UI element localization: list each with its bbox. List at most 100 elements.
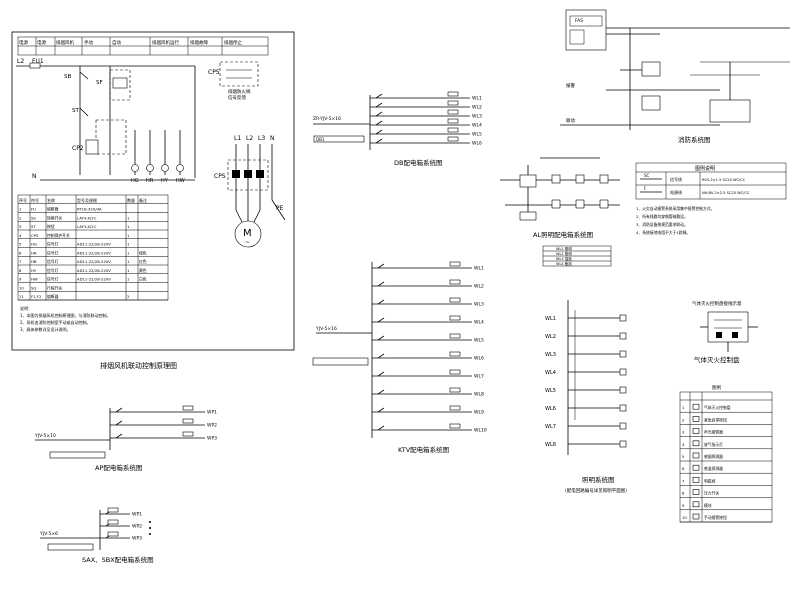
table-cell: 绿色: [139, 250, 147, 255]
fire-device-box: [709, 99, 751, 123]
ktv-circuit-label: WL8: [474, 392, 484, 398]
gas-row-index: 1: [682, 405, 685, 410]
table-cell: CPS: [31, 233, 39, 238]
lamp-hy: HY: [161, 178, 169, 184]
gas-row-name: 放气指示灯: [704, 442, 723, 447]
db-circuit-label: WL4: [472, 123, 482, 129]
ktv-circuit-label: WL6: [474, 356, 484, 362]
table-cell: SQ: [31, 285, 36, 290]
legend-name: 电源线: [670, 189, 682, 195]
switch-sf: SF: [96, 80, 103, 86]
title-db: DB配电箱系统图: [394, 158, 442, 167]
ap-circuit-label: WP3: [207, 436, 217, 442]
gas-row-name: 感温探测器: [704, 466, 723, 471]
phase-l1: L1: [234, 135, 241, 142]
gas-row-name: 手动报警按钮: [704, 515, 727, 520]
legend-note: 3、消防设备按规范要求联动。: [636, 222, 688, 227]
gas-control-panel: [707, 311, 749, 343]
header-col-5: 自动: [112, 39, 121, 46]
lighting-note: (配电回路编号详见照明平面图): [565, 487, 627, 494]
gas-row-index: 2: [682, 417, 685, 422]
table-cell: 9: [19, 277, 22, 282]
header-col-7: 排烟故障: [190, 39, 208, 46]
gas-row-name: 压力开关: [704, 491, 719, 496]
table-cell: 1: [127, 233, 130, 238]
ktv-circuit-label: WL2: [474, 284, 484, 290]
contactor-group: [95, 119, 127, 155]
table-cell: F1,F2: [31, 294, 42, 299]
table-cell: 红色: [139, 259, 147, 264]
table-cell: 1: [127, 242, 130, 247]
ap-incoming: YJV-5×10: [34, 433, 56, 439]
title-sax: SAX、SBX配电箱系统图: [82, 555, 154, 564]
db-circuit-label: WL2: [472, 105, 482, 111]
side-label-cp5: CP5: [208, 69, 220, 76]
table-cell: 信号灯: [47, 268, 59, 273]
gas-row-name: 气体灭火控制盘: [704, 405, 731, 410]
table-cell: 1: [127, 277, 130, 282]
table-cell: 2: [127, 294, 130, 299]
motor-sub: ~: [245, 239, 250, 246]
ktv-circuit-label: WL4: [474, 320, 484, 326]
table-cell: 熔断器: [47, 294, 59, 299]
table-cell: 行程开关: [47, 285, 62, 290]
legend-note: 2、所有线路均穿钢管暗敷设。: [636, 214, 688, 219]
al-legend-row: WL3 插座: [556, 256, 572, 261]
header-col-2: 电源: [37, 39, 46, 46]
header-col-3: 排烟风机: [56, 39, 74, 46]
table-cell: 1: [127, 224, 130, 229]
table-cell: 信号灯: [47, 277, 59, 282]
table-cell: 4: [19, 233, 22, 238]
table-cell: 信号灯: [47, 242, 59, 247]
contactor-label: CP2: [72, 145, 84, 152]
phase-l2: L2: [246, 135, 253, 142]
table-cell: HG: [31, 242, 37, 247]
gas-row-name: 模块: [704, 503, 712, 508]
fuse-symbol: [29, 62, 41, 69]
phase-n: N: [270, 135, 275, 142]
ktv-circuit-label: WL10: [474, 428, 487, 434]
table-cell: 信号灯: [47, 250, 59, 255]
table-cell: 1: [127, 268, 130, 273]
lamp-hw: HW: [176, 178, 185, 184]
legend-spec: RVS-2×1.5 SC20 WC/CC: [702, 178, 746, 182]
lighting-row-label: WL1: [545, 316, 556, 322]
motor-breaker-box: [227, 159, 269, 191]
lighting-row-label: WL5: [545, 388, 556, 394]
gas-row-index: 8: [682, 491, 685, 496]
title-al: AL照明配电箱系统图: [533, 230, 593, 239]
side-box: [219, 61, 259, 87]
table-cell: AD11-22/28-220V: [77, 268, 111, 273]
ktv-circuit-label: WL5: [474, 338, 484, 344]
lighting-row-label: WL8: [545, 442, 556, 448]
table-cell: LAY3-X/2C: [77, 224, 97, 229]
ktv-incoming: YJV-5×16: [315, 326, 337, 332]
lighting-row-label: WL4: [545, 370, 556, 376]
gas-row-index: 3: [682, 430, 685, 435]
switch-sb: SB: [64, 74, 71, 80]
table-header-cell: 数量: [127, 197, 135, 203]
legend-name: 信号线: [670, 176, 682, 182]
fire-system: FAS 报警 联动: [560, 9, 790, 130]
terminal-l2: L2: [17, 58, 24, 65]
table-cell: HW: [31, 277, 38, 282]
table-cell: FU: [31, 207, 36, 212]
legend-spec: NH-BV-2×2.5 SC20 WC/CC: [702, 191, 750, 195]
side-note-1: 排烟防火阀: [228, 88, 251, 95]
header-col-6: 排烟风机运行: [152, 39, 179, 46]
table-header-cell: 符号: [31, 197, 39, 203]
panel-frame: [11, 31, 295, 351]
sax-circuit-label: WP3: [132, 536, 142, 542]
header-col-4: 手动: [84, 39, 93, 46]
table-cell: ST: [31, 224, 36, 229]
ktv-circuit-label: WL7: [474, 374, 484, 380]
